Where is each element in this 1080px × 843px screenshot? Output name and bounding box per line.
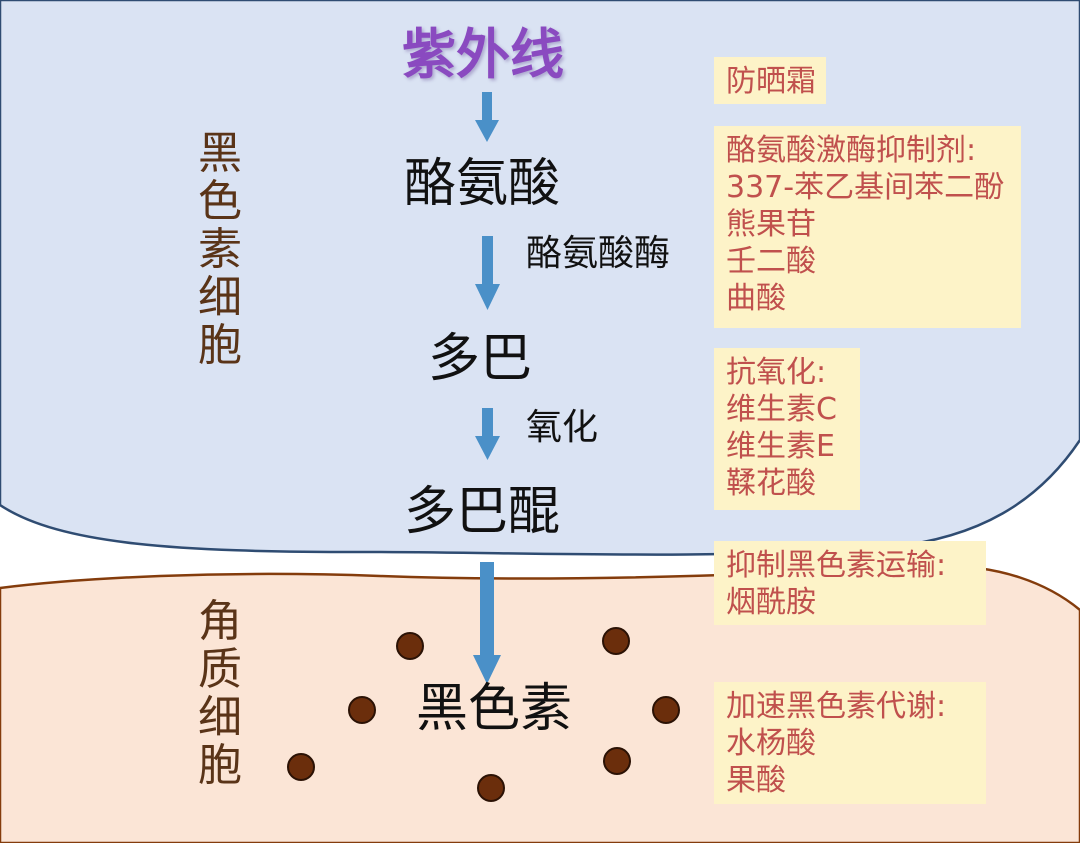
note-line: 抗氧化: <box>726 355 827 390</box>
uv-title: 紫外线 <box>402 23 564 86</box>
melanin-label: 黑色素 <box>416 679 573 739</box>
note-line: 酪氨酸激酶抑制剂: <box>726 133 977 168</box>
oxidation-label: 氧化 <box>526 407 599 448</box>
note-line: 加速黑色素代谢: <box>726 689 947 724</box>
note-line: 防晒霜 <box>726 64 816 99</box>
note-line: 烟酰胺 <box>726 585 816 620</box>
note-line: 熊果苷 <box>726 207 816 242</box>
note-metabolism-accelerators: 加速黑色素代谢:水杨酸果酸 <box>714 682 986 804</box>
keratinocyte-label: 角 质 细 胞 <box>198 596 242 791</box>
dopa-label: 多巴 <box>428 329 533 389</box>
melanin-granule <box>652 696 680 724</box>
melanin-granule <box>348 696 376 724</box>
note-line: 抑制黑色素运输: <box>726 548 947 583</box>
arrow-tyrosine-to-dopa <box>475 236 500 310</box>
tyrosine-label: 酪氨酸 <box>404 154 561 214</box>
melanin-granule <box>287 753 315 781</box>
melanin-granule <box>603 747 631 775</box>
note-line: 壬二酸 <box>726 244 816 279</box>
note-tyrosinase-inhibitors: 酪氨酸激酶抑制剂:337-苯乙基间苯二酚熊果苷壬二酸曲酸 <box>714 126 1021 328</box>
note-line: 337-苯乙基间苯二酚 <box>726 170 1005 205</box>
melanin-granule <box>477 774 505 802</box>
melanin-granule <box>602 627 630 655</box>
note-line: 维生素E <box>726 429 835 464</box>
note-sunscreen: 防晒霜 <box>714 57 826 104</box>
note-line: 维生素C <box>726 392 837 427</box>
arrow-uv-to-tyrosine <box>475 92 499 142</box>
note-line: 曲酸 <box>726 281 786 316</box>
melanin-granule <box>396 632 424 660</box>
tyrosinase-label: 酪氨酸酶 <box>526 233 671 274</box>
note-line: 果酸 <box>726 763 786 798</box>
arrow-dopaquinone-to-melanin <box>473 562 501 684</box>
note-line: 鞣花酸 <box>726 466 816 501</box>
note-transport-inhibitors: 抑制黑色素运输:烟酰胺 <box>714 541 986 625</box>
note-line: 水杨酸 <box>726 726 816 761</box>
melanocyte-label: 黑 色 素 细 胞 <box>198 128 242 371</box>
arrow-dopa-to-dopaquinone <box>475 408 500 460</box>
dopaquinone-label: 多巴醌 <box>404 482 561 542</box>
